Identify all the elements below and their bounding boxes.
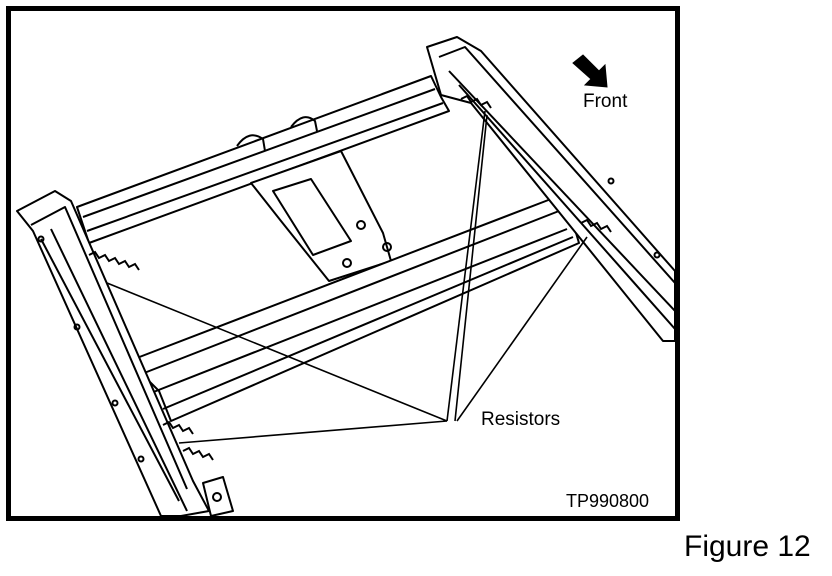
figure-frame: Front Resistors TP990800 [6,6,680,521]
rear-cross-rail [76,75,450,244]
lower-left-bracket [202,476,234,516]
top-rail-bump-left [236,134,266,152]
leader-line-1 [106,282,448,422]
resistor-right-upper [460,94,492,109]
resistor-right-lower [580,218,612,233]
leader-line-4 [454,114,488,422]
front-arrow-icon [572,54,608,88]
figure-caption: Figure 12 [684,530,811,563]
resistor-left-bottom [182,446,214,461]
resistor-left-lower [162,420,194,435]
front-label: Front [583,91,628,112]
leader-line-3 [446,110,486,422]
leader-line-2 [178,420,448,444]
leader-line-5 [456,236,588,422]
frame-illustration [16,36,675,516]
resistor-left-upper [88,250,140,271]
top-rail-bump-right [290,116,318,132]
figure-code: TP990800 [566,491,650,511]
resistors-label: Resistors [481,409,561,430]
